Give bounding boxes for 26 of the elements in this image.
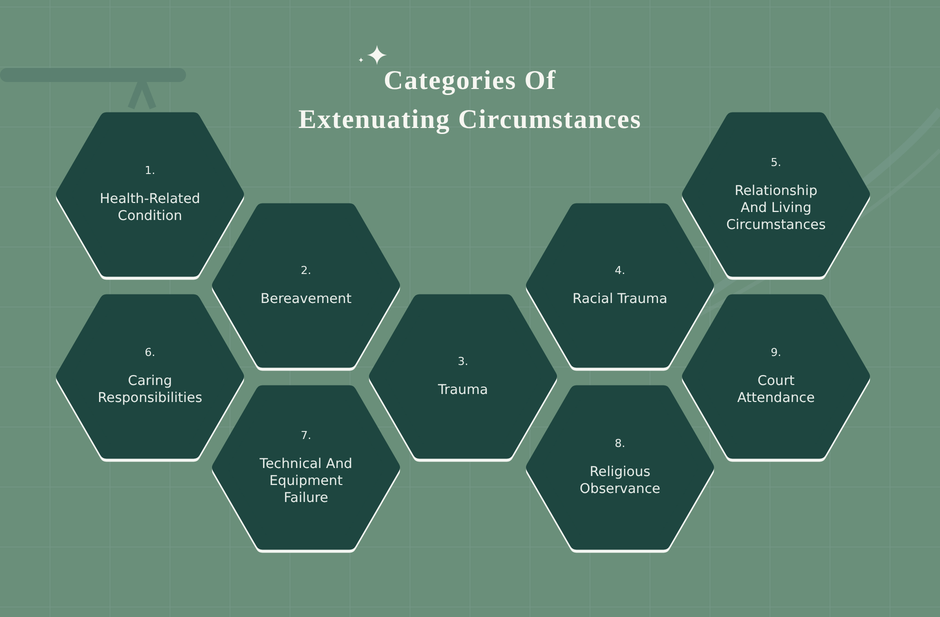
category-label: Bereavement bbox=[260, 290, 352, 308]
category-label: Health-Related Condition bbox=[98, 191, 202, 225]
title: Categories Of Extenuating Circumstances bbox=[298, 66, 642, 132]
category-label: Religious Observance bbox=[578, 464, 662, 498]
item-number: 8. bbox=[614, 437, 626, 451]
category-label: Caring Responsibilities bbox=[96, 373, 204, 407]
category-label: Racial Trauma bbox=[572, 290, 668, 308]
hexagon-tile bbox=[55, 294, 245, 462]
item-number: 6. bbox=[144, 346, 156, 360]
item-number: 5. bbox=[770, 156, 782, 170]
hexagon-tile bbox=[55, 112, 245, 280]
hexagon-tile bbox=[211, 203, 401, 371]
item-number: 3. bbox=[458, 354, 468, 368]
item-number: 1. bbox=[144, 164, 156, 178]
item-number: 2. bbox=[300, 264, 312, 278]
item-number: 7. bbox=[300, 428, 312, 442]
category-label: Trauma bbox=[438, 382, 488, 398]
item-number: 9. bbox=[770, 346, 782, 360]
hexagon-tile bbox=[681, 294, 871, 462]
hexagon-tile bbox=[681, 112, 871, 280]
hexagon-tile bbox=[525, 385, 715, 553]
category-label: Technical And Equipment Failure bbox=[258, 456, 354, 506]
hexagon-tile bbox=[211, 385, 401, 553]
category-label: Relationship And Living Circumstances bbox=[725, 182, 827, 234]
category-label: Court Attendance bbox=[736, 373, 816, 407]
item-number: 4. bbox=[614, 264, 626, 278]
